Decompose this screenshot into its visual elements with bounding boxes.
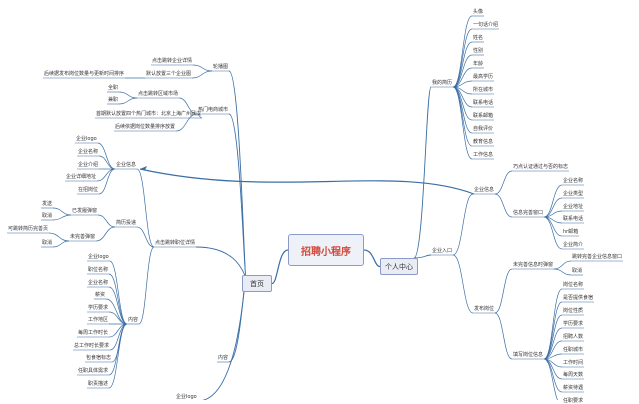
- hot-city-click-node[interactable]: 点击跳转区域市场: [138, 91, 179, 97]
- hot-city-node[interactable]: 热门电商城市: [198, 107, 229, 113]
- company-entry-node[interactable]: 企业入口: [432, 248, 453, 254]
- fill-item-8[interactable]: 每周天数: [563, 372, 584, 378]
- complete-item-5[interactable]: hr邮箱: [563, 229, 579, 235]
- full-time-node[interactable]: 全职: [108, 85, 119, 91]
- fill-item-6[interactable]: 任职城市: [563, 347, 584, 353]
- part-time-node[interactable]: 兼职: [108, 97, 119, 103]
- go-complete-node[interactable]: 可跳转简历完善页: [8, 226, 49, 232]
- resume-item-12[interactable]: 工作信息: [473, 152, 494, 158]
- content-item-6[interactable]: 工作地区: [88, 317, 109, 323]
- carousel-default-node[interactable]: 默认放置三个企业图: [146, 71, 192, 77]
- not-complete-popup-node[interactable]: 未完善信息时弹窗: [513, 262, 554, 268]
- job-click-node[interactable]: 点击跳转职位详情: [155, 240, 196, 246]
- content-item-8[interactable]: 总工作时长要求: [74, 343, 110, 349]
- company-info-item-2[interactable]: 企业名称: [78, 149, 99, 155]
- personal-center-branch[interactable]: 个人中心: [380, 258, 418, 275]
- resume-item-9[interactable]: 联系邮箱: [473, 113, 494, 119]
- resume-item-6[interactable]: 最高学历: [473, 74, 494, 80]
- carousel-node[interactable]: 轮播图: [213, 64, 229, 70]
- complete-item-4[interactable]: 联系电话: [563, 216, 584, 222]
- company-info-item-1[interactable]: 企业logo: [76, 136, 97, 142]
- resume-item-11[interactable]: 教育信息: [473, 139, 494, 145]
- center-title[interactable]: 招聘小程序: [288, 234, 364, 266]
- go-complete-window-node[interactable]: 跳转完善企业信息窗口: [572, 254, 623, 260]
- content-label-node[interactable]: 内容: [218, 355, 229, 361]
- content-item-10[interactable]: 任职具体需求: [78, 368, 109, 374]
- content-item-1[interactable]: 企业logo: [88, 254, 109, 260]
- fill-item-3[interactable]: 岗位性质: [563, 308, 584, 314]
- complete-item-6[interactable]: 企业简介: [563, 242, 584, 248]
- content-node[interactable]: 内容: [128, 317, 139, 323]
- cancel-2-node[interactable]: 取消: [42, 240, 53, 246]
- resume-item-10[interactable]: 自我评价: [473, 126, 494, 132]
- resume-item-7[interactable]: 所在城市: [473, 87, 494, 93]
- company-info-item-5[interactable]: 在招岗位: [78, 187, 99, 193]
- resume-item-5[interactable]: 年龄: [473, 61, 484, 67]
- fill-item-9[interactable]: 薪资待遇: [563, 385, 584, 391]
- resume-item-2[interactable]: 一句话介绍: [473, 22, 499, 28]
- fill-item-10[interactable]: 任职要求: [563, 398, 584, 404]
- resume-item-8[interactable]: 联系电话: [473, 100, 494, 106]
- complete-item-2[interactable]: 企业类型: [563, 191, 584, 197]
- fill-item-2[interactable]: 是否提供食宿: [563, 295, 594, 301]
- verify-hint-node[interactable]: 巧点认证通过与否的标志: [513, 164, 569, 170]
- company-info-personal-node[interactable]: 企业信息: [474, 187, 495, 193]
- content-item-9[interactable]: 包食宿标志: [86, 355, 112, 361]
- publish-node[interactable]: 发布岗位: [474, 306, 495, 312]
- content-item-5[interactable]: 学历要求: [88, 305, 109, 311]
- fill-item-7[interactable]: 工作时间: [563, 360, 584, 366]
- hot-city-default-node[interactable]: 首期默认放置四个热门城市：北京上海广州武汉: [96, 111, 202, 117]
- resume-item-1[interactable]: 头像: [473, 9, 484, 15]
- complete-item-3[interactable]: 企业地址: [563, 204, 584, 210]
- resume-item-4[interactable]: 性别: [473, 48, 484, 54]
- fill-item-5[interactable]: 招聘人数: [563, 334, 584, 340]
- resume-node[interactable]: 简历投递: [116, 220, 137, 226]
- content-item-4[interactable]: 薪资: [95, 292, 106, 298]
- company-info-item-4[interactable]: 企业详细地址: [66, 174, 97, 180]
- content-item-3[interactable]: 企业名称: [88, 280, 109, 286]
- my-resume-node[interactable]: 我的简历: [432, 80, 453, 86]
- sent-popup-node[interactable]: 已发履弹窗: [72, 208, 98, 214]
- bottom-logo-node[interactable]: 企业logo: [176, 394, 197, 400]
- info-complete-node[interactable]: 信息完善窗口: [513, 210, 544, 216]
- no-resume-popup-node[interactable]: 未完善弹窗: [70, 234, 96, 240]
- complete-item-1[interactable]: 企业名称: [563, 178, 584, 184]
- hot-city-sort-node[interactable]: 后续依据岗位数量排序放置: [115, 124, 176, 130]
- company-info-node[interactable]: 企业信息: [116, 162, 137, 168]
- company-info-item-3[interactable]: 企业介绍: [78, 162, 99, 168]
- fill-item-1[interactable]: 岗位名称: [563, 282, 584, 288]
- cancel-personal-node[interactable]: 取消: [572, 268, 583, 274]
- send-node[interactable]: 发送: [42, 201, 53, 207]
- carousel-sort-node[interactable]: 后续据发布岗位数量与更新时间排序: [44, 71, 125, 77]
- home-branch[interactable]: 首页: [242, 275, 272, 292]
- content-item-7[interactable]: 每周工作时长: [78, 330, 109, 336]
- fill-info-node[interactable]: 填写岗位信息: [513, 352, 544, 358]
- fill-item-4[interactable]: 学历要求: [563, 321, 584, 327]
- content-item-11[interactable]: 职责描述: [88, 381, 109, 387]
- carousel-click-node[interactable]: 点击跳转企业详情: [152, 58, 193, 64]
- content-item-2[interactable]: 职位名称: [88, 267, 109, 273]
- resume-item-3[interactable]: 姓名: [473, 35, 484, 41]
- cancel-1-node[interactable]: 取消: [42, 213, 53, 219]
